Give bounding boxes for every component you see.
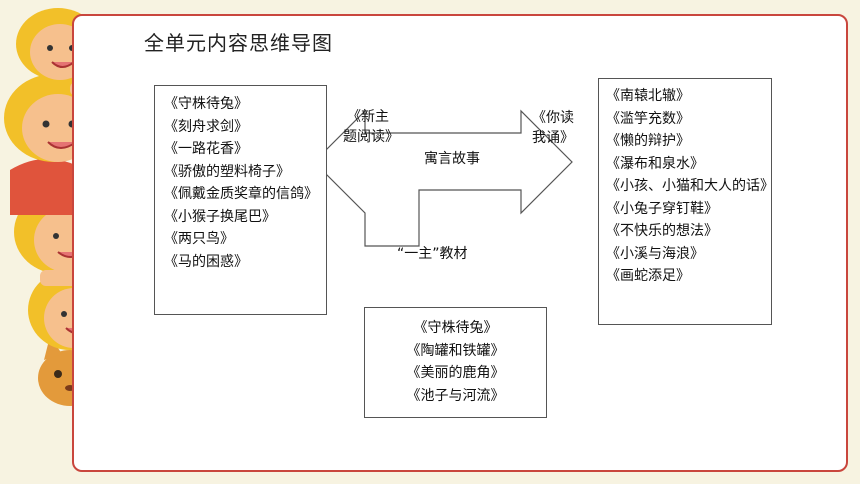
list-item: 《一路花香》 xyxy=(164,141,248,157)
list-item: 《佩戴金质奖章的信鸽》 xyxy=(164,186,318,202)
list-item: 《小猴子换尾巴》 xyxy=(164,208,276,225)
list-item: 《南辕北辙》 xyxy=(606,88,690,104)
list-item: 《小孩、小猫和大人的话》 xyxy=(606,178,774,194)
list-item: 《骄傲的塑料椅子》 xyxy=(164,163,290,180)
center-topic-label: 寓言故事 xyxy=(424,151,480,167)
list-item: 《滥竽充数》 xyxy=(606,110,690,127)
page-title: 全单元内容思维导图 xyxy=(144,31,333,55)
list-item: 《守株待兔》 xyxy=(413,320,498,336)
list-item: 《陶罐和铁罐》 xyxy=(406,342,505,359)
right-reading-list: 《南辕北辙》 《滥竽充数》 《懒的辩护》 《瀑布和泉水》 《小孩、小猫和大人的话… xyxy=(598,78,774,325)
list-item: 《懒的辩护》 xyxy=(606,133,690,149)
list-item: 《瀑布和泉水》 xyxy=(606,155,704,172)
list-item: 《两只鸟》 xyxy=(164,231,234,247)
bottom-textbook-list: 《守株待兔》 《陶罐和铁罐》 《美丽的鹿角》 《池子与河流》 xyxy=(364,307,547,418)
list-item: 《守株待兔》 xyxy=(164,96,248,112)
list-item: 《画蛇添足》 xyxy=(606,268,690,284)
list-item: 《池子与河流》 xyxy=(406,387,505,404)
list-item: 《小溪与海浪》 xyxy=(606,245,704,262)
left-reading-list: 《守株待兔》 《刻舟求剑》 《一路花香》 《骄傲的塑料椅子》 《佩戴金质奖章的信… xyxy=(154,85,327,315)
left-branch-label: 《新主题阅读》 xyxy=(343,109,399,145)
list-item: 《不快乐的想法》 xyxy=(606,223,718,239)
list-item: 《美丽的鹿角》 xyxy=(406,365,505,381)
right-branch-label: 《你读我诵》 xyxy=(532,110,574,146)
list-item: 《小兔子穿钉鞋》 xyxy=(606,200,718,217)
list-item: 《马的困惑》 xyxy=(164,253,248,270)
list-item: 《刻舟求剑》 xyxy=(164,118,248,135)
bottom-branch-label: “一主”教材 xyxy=(397,246,468,262)
